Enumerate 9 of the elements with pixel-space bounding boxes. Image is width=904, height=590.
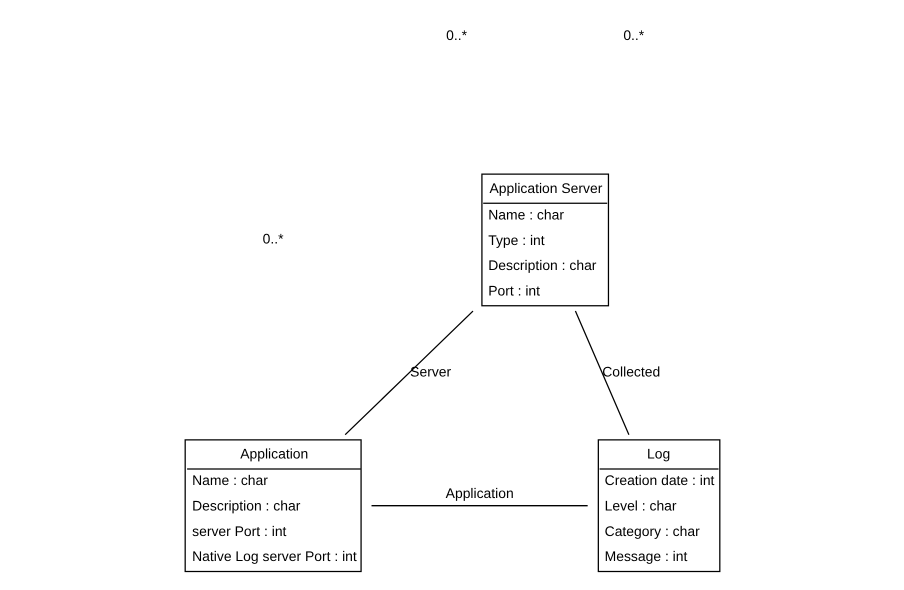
connector	[344, 310, 473, 436]
edge-label: Server	[410, 363, 451, 380]
label: 0..*	[622, 26, 644, 43]
edge-label: Collected	[602, 363, 660, 380]
label: 0..*	[262, 230, 284, 246]
label: 0..*	[446, 26, 467, 43]
edge-label: Application	[445, 484, 514, 501]
connector	[574, 310, 629, 435]
connector	[371, 505, 588, 506]
